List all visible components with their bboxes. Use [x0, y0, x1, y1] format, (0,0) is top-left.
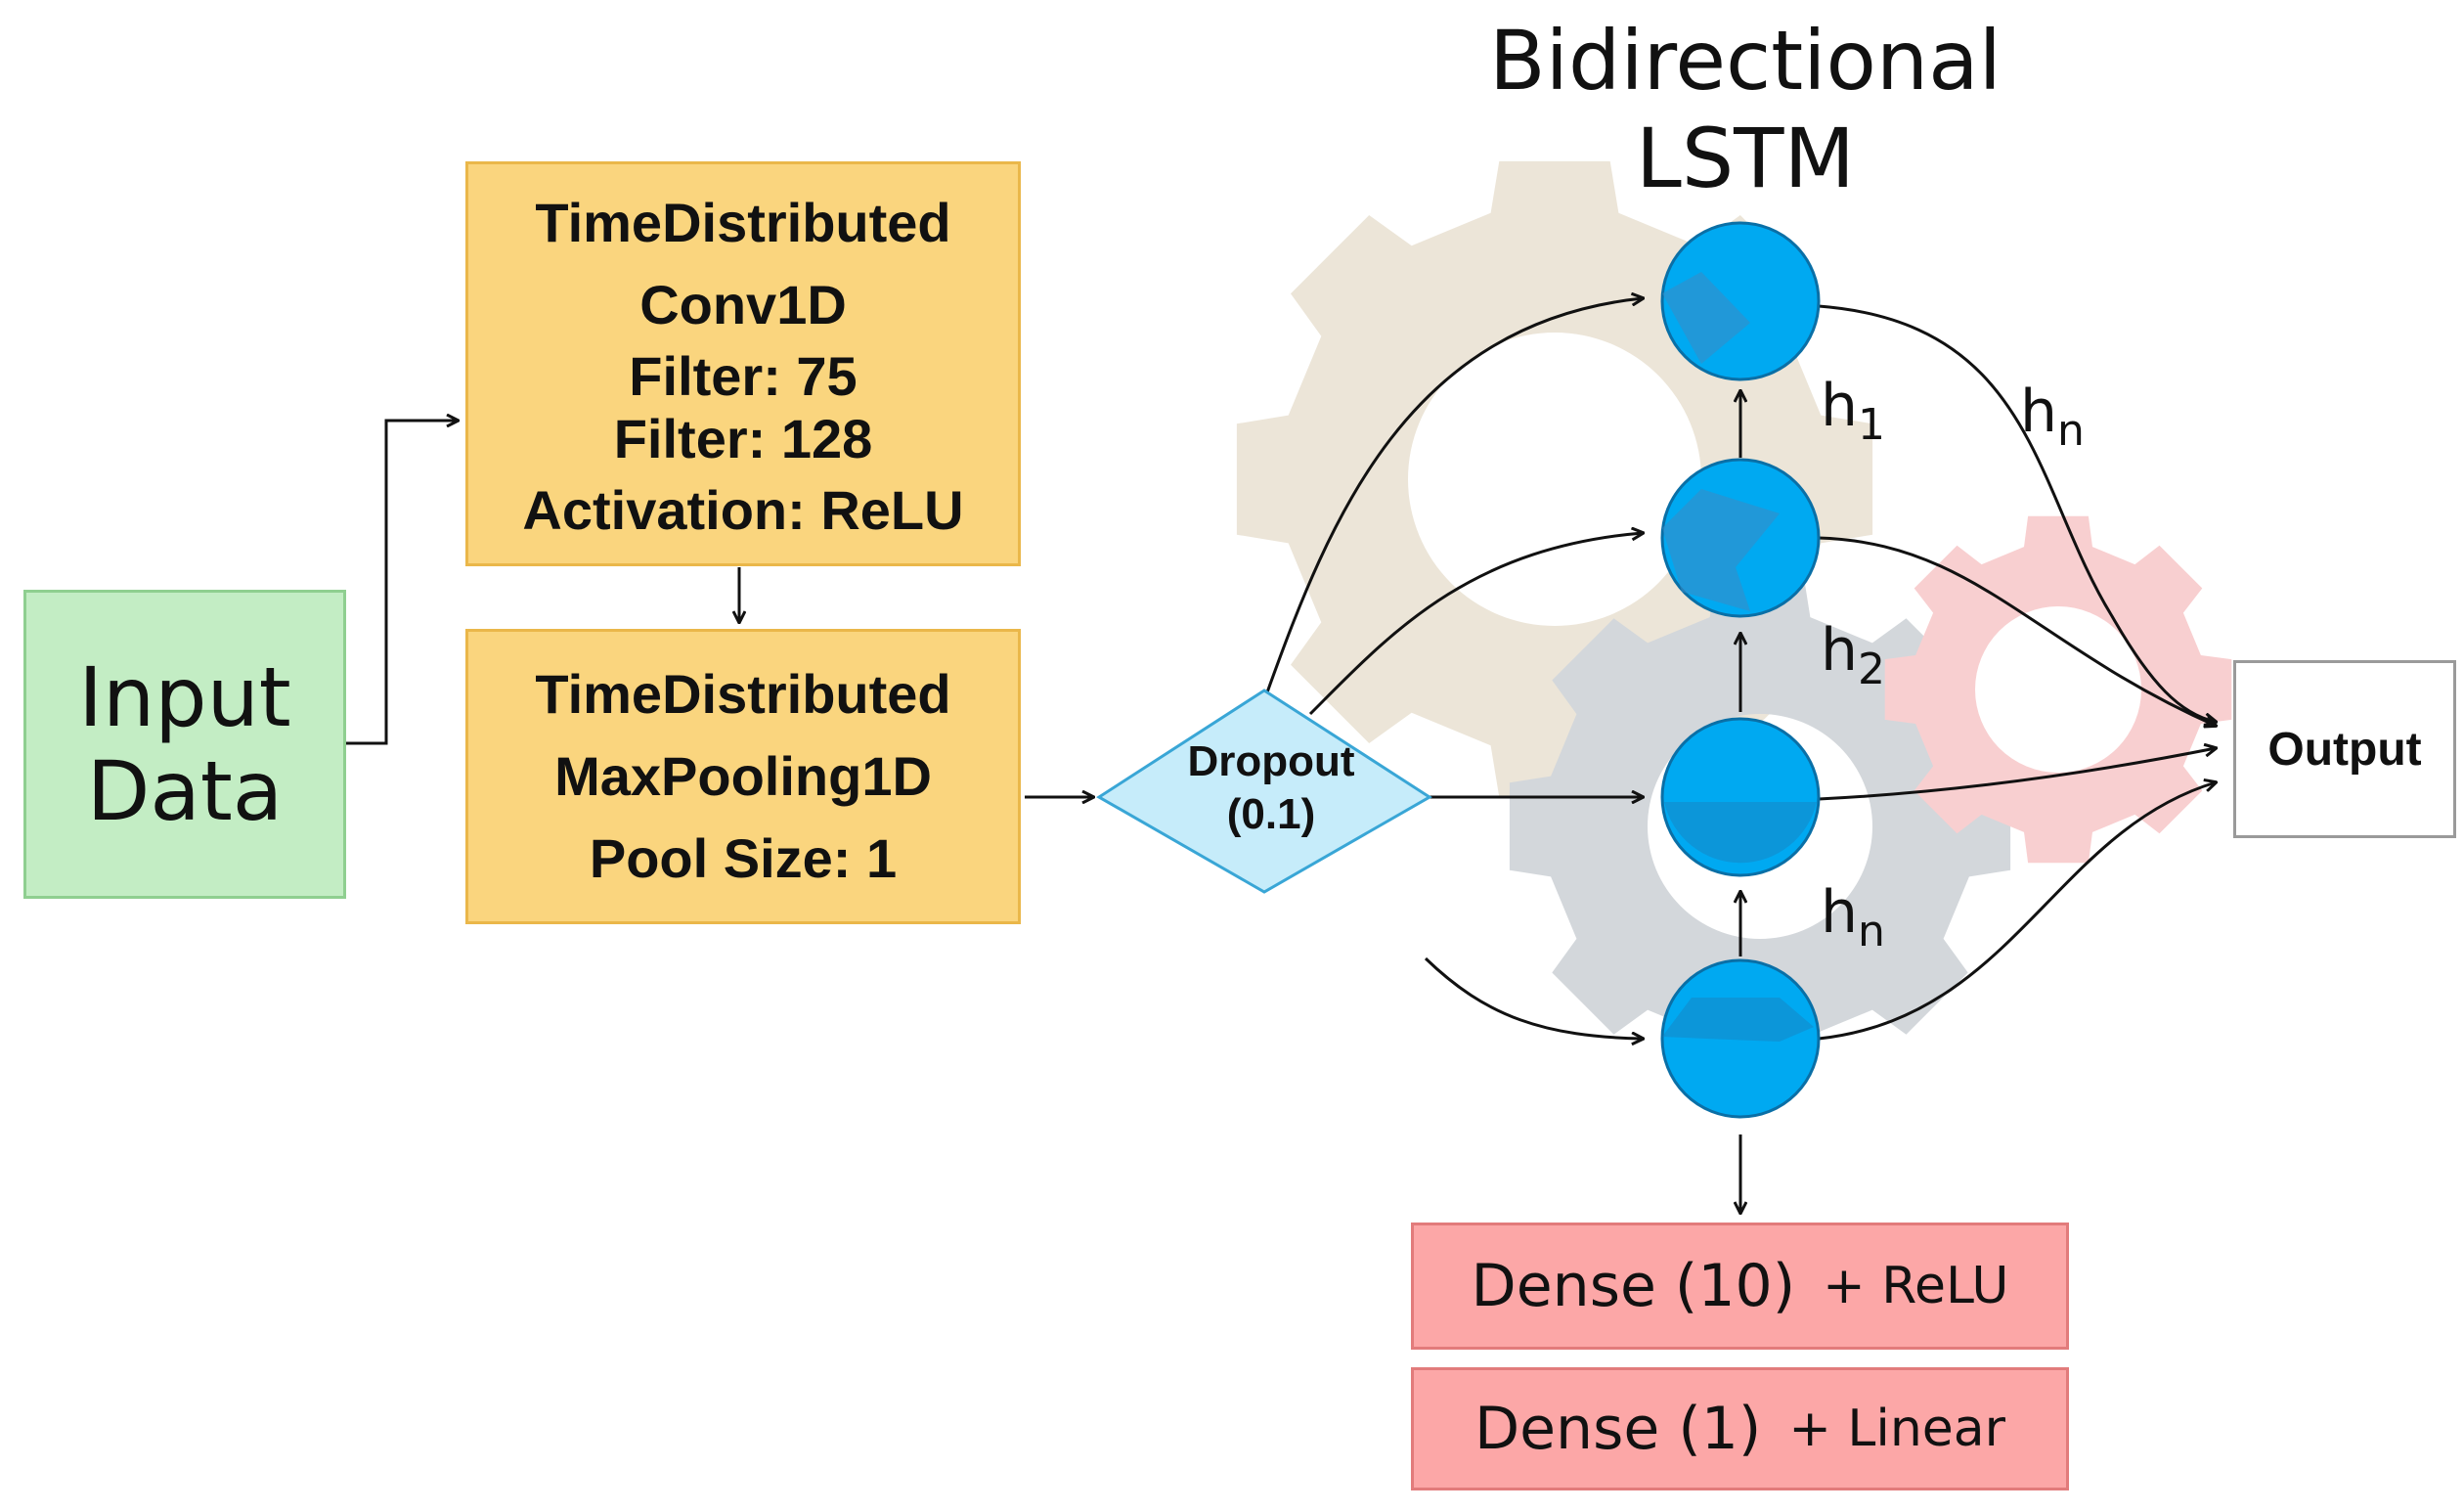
conv-line-2: Conv1D: [639, 274, 847, 335]
gear-pink-shape: [1884, 515, 2232, 864]
dropout-line-1: Dropout: [1187, 737, 1355, 785]
hidden-state-label-2: h2: [1821, 616, 1886, 694]
hidden-state-label-4: hn: [2020, 378, 2085, 456]
input-data-box: Input Data: [23, 590, 346, 899]
conv-line-4: Filter: 128: [613, 408, 873, 469]
dense-2-label: Dense (1): [1474, 1395, 1762, 1463]
pool-line-2: MaxPooling1D: [554, 745, 932, 807]
node-2-to-output-arrow: [1818, 536, 2216, 726]
input-to-conv-arrow: [346, 421, 458, 745]
dense-1-activation: + ReLU: [1823, 1257, 2009, 1315]
conv-line-3: Filter: 75: [629, 345, 858, 407]
dense-10-relu-block: Dense (10) + ReLU: [1411, 1223, 2069, 1350]
node-1-to-output-arrow: [1818, 304, 2216, 722]
title-line-1: Bidirectional: [1489, 13, 2002, 109]
dropout-line-2: (0.1): [1226, 790, 1316, 838]
lstm-node-1: [1660, 221, 1821, 381]
maxpooling1d-block: TimeDistributed MaxPooling1D Pool Size: …: [465, 629, 1021, 924]
title-line-2: LSTM: [1636, 111, 1855, 206]
conv1d-block: TimeDistributed Conv1D Filter: 75 Filter…: [465, 161, 1021, 566]
dropout-label: Dropout (0.1): [1154, 735, 1388, 841]
dense-1-label: Dense (10): [1471, 1252, 1796, 1320]
input-line-2: Data: [86, 743, 284, 839]
dense-2-activation: + Linear: [1788, 1400, 2006, 1458]
pool-line-1: TimeDistributed: [535, 663, 951, 725]
node-4-to-output-arrow: [1818, 782, 2216, 1041]
input-line-1: Input: [78, 649, 291, 745]
dropout-diamond: [1096, 689, 1432, 894]
conv-line-5: Activation: ReLU: [522, 479, 964, 541]
node-3-to-output-arrow: [1818, 748, 2216, 801]
lstm-node-3: [1660, 717, 1821, 877]
dense-1-linear-block: Dense (1) + Linear: [1411, 1367, 2069, 1490]
output-box: Output: [2233, 660, 2456, 838]
hidden-state-label-3: hn: [1821, 878, 1885, 956]
output-label: Output: [2267, 723, 2422, 776]
hidden-state-label-1: h1: [1821, 372, 1886, 450]
lstm-node-2: [1660, 458, 1821, 618]
pool-line-3: Pool Size: 1: [589, 827, 898, 889]
loop-to-node-4-arrow: [1424, 956, 1643, 1039]
dropout-to-node-1-arrow: [1265, 298, 1643, 693]
dropout-to-node-2-arrow: [1308, 533, 1643, 716]
lstm-node-4: [1660, 958, 1821, 1119]
gear-pink-icon: [1884, 515, 2232, 864]
conv-line-1: TimeDistributed: [535, 192, 951, 253]
lstm-title: Bidirectional LSTM: [1467, 12, 2024, 207]
